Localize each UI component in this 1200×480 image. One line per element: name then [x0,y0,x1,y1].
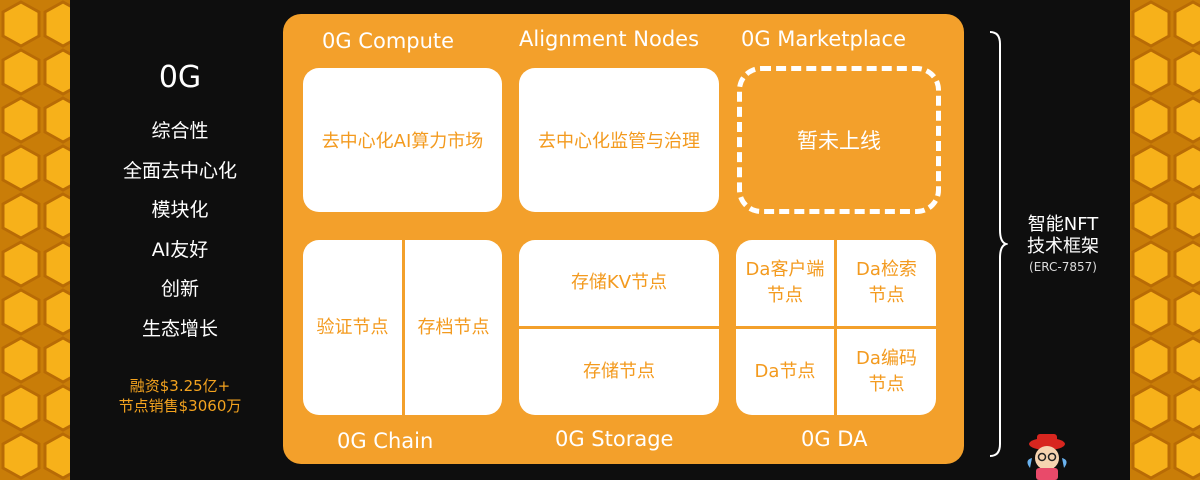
compute-title: 0G Compute [322,29,455,53]
da-horizontal-divider [736,326,936,329]
storage-title: 0G Storage [555,427,674,451]
archive-node-label: 存档节点 [417,316,490,338]
compute-card-label: 去中心化AI算力市场 [321,131,484,152]
side-note-line3: (ERC-7857) [1029,260,1097,274]
alignment-card-label: 去中心化监管与治理 [538,131,700,152]
da-encoding-node-label: Da编码节点 [856,348,917,395]
validator-node-label: 验证节点 [316,316,389,338]
right-brace [989,31,1008,457]
funding-info: 融资$3.25亿+ 节点销售$3060万 [90,376,270,416]
chain-divider [402,240,405,415]
feature-list: 综合性 全面去中心化 模块化 AI友好 创新 生态增长 [90,116,270,353]
storage-node-label: 存储节点 [583,361,655,382]
storage-node-cell: 存储节点 [519,329,719,415]
honeycomb-right-decoration [1130,0,1200,480]
da-retrieval-node-cell: Da检索节点 [837,240,936,326]
alignment-card: 去中心化监管与治理 [519,68,719,212]
storage-kv-node-label: 存储KV节点 [570,272,668,293]
da-encoding-node-cell: Da编码节点 [837,329,936,415]
feature-item: 生态增长 [141,317,218,340]
chain-card: 验证节点 存档节点 [303,240,502,415]
feature-item: 模块化 [151,199,209,221]
architecture-board: 0G Compute Alignment Nodes 0G Marketplac… [283,14,964,464]
brand-title: 0G [158,60,202,95]
storage-card: 存储KV节点 存储节点 [519,240,719,415]
da-retrieval-node-label: Da检索节点 [856,259,917,306]
feature-item: AI友好 [151,238,209,261]
da-node-label: Da节点 [754,361,816,382]
marketplace-title: 0G Marketplace [741,27,906,51]
side-note-line2: 技术框架 [1027,236,1099,257]
storage-kv-node-cell: 存储KV节点 [519,240,719,326]
marketplace-card-label: 暂未上线 [797,129,881,153]
feature-item: 创新 [160,278,199,300]
intelligent-nft-note: 智能NFT 技术框架 (ERC-7857) [1008,214,1118,276]
validator-node-cell: 验证节点 [303,240,402,415]
honeycomb-left-decoration [0,0,70,480]
feature-item: 综合性 [151,120,209,142]
chain-title: 0G Chain [337,429,434,453]
node-sale-line: 节点销售$3060万 [118,397,242,415]
da-client-node-cell: Da客户端节点 [736,240,834,326]
funding-line: 融资$3.25亿+ [129,377,231,395]
da-title: 0G DA [801,427,868,451]
da-node-cell: Da节点 [736,329,834,415]
feature-item: 全面去中心化 [122,159,237,182]
alignment-nodes-title: Alignment Nodes [519,27,700,51]
mascot-icon [1027,434,1067,480]
archive-node-cell: 存档节点 [405,240,502,415]
da-card: Da客户端节点 Da检索节点 Da节点 Da编码节点 [736,240,936,415]
marketplace-card-dashed: 暂未上线 [737,66,941,214]
left-column: 0G 综合性 全面去中心化 模块化 AI友好 创新 生态增长 融资$3.25亿+… [90,0,270,480]
da-client-node-label: Da客户端节点 [745,259,825,306]
compute-card: 去中心化AI算力市场 [303,68,502,212]
storage-divider [519,326,719,329]
side-note-line1: 智能NFT [1027,214,1099,235]
